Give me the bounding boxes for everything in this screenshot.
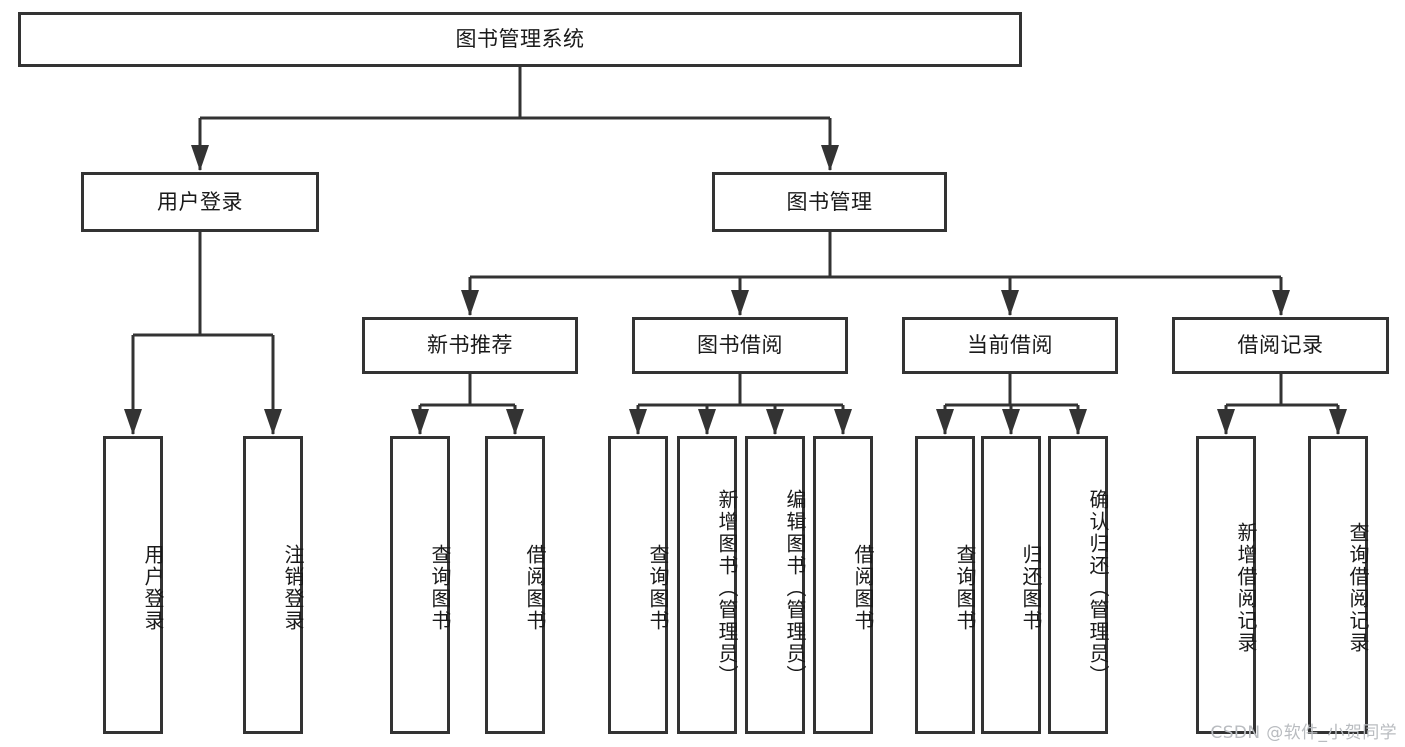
arrow-head-icon	[124, 409, 142, 435]
node-book-manage[interactable]	[712, 172, 947, 232]
node-root[interactable]	[18, 12, 1022, 67]
node-box-borrow-record[interactable]	[1172, 317, 1389, 374]
node-box-leaf-confirm-return[interactable]	[1048, 436, 1108, 734]
arrow-head-icon	[1329, 409, 1347, 435]
arrow-head-icon	[1002, 409, 1020, 435]
node-box-leaf-query-book-current[interactable]	[915, 436, 975, 734]
node-leaf-add-book[interactable]	[677, 436, 737, 734]
node-box-leaf-return-book[interactable]	[981, 436, 1041, 734]
node-box-leaf-query-book-borrow[interactable]	[608, 436, 668, 734]
node-box-leaf-query-book-rec[interactable]	[390, 436, 450, 734]
node-leaf-confirm-return[interactable]	[1048, 436, 1108, 734]
arrow-head-icon	[1217, 409, 1235, 435]
node-box-book-borrow[interactable]	[632, 317, 848, 374]
connector-layer	[124, 67, 1347, 435]
node-leaf-edit-book[interactable]	[745, 436, 805, 734]
arrow-head-icon	[834, 409, 852, 435]
node-box-leaf-query-record[interactable]	[1308, 436, 1368, 734]
arrow-head-icon	[936, 409, 954, 435]
node-leaf-user-login[interactable]	[103, 436, 163, 734]
node-box-root[interactable]	[18, 12, 1022, 67]
node-box-user-login[interactable]	[81, 172, 319, 232]
arrow-head-icon	[731, 290, 749, 316]
node-user-login[interactable]	[81, 172, 319, 232]
node-borrow-record[interactable]	[1172, 317, 1389, 374]
node-box-new-book-recommend[interactable]	[362, 317, 578, 374]
arrow-head-icon	[1001, 290, 1019, 316]
arrow-head-icon	[629, 409, 647, 435]
arrow-head-icon	[698, 409, 716, 435]
node-leaf-return-book[interactable]	[981, 436, 1041, 734]
arrow-head-icon	[191, 145, 209, 171]
node-box-leaf-logout[interactable]	[243, 436, 303, 734]
node-leaf-query-book-borrow[interactable]	[608, 436, 668, 734]
node-box-book-manage[interactable]	[712, 172, 947, 232]
arrow-head-icon	[411, 409, 429, 435]
watermark-text: CSDN @软件_小贺同学	[1210, 723, 1397, 743]
node-new-book-recommend[interactable]	[362, 317, 578, 374]
node-leaf-borrow-book[interactable]	[813, 436, 873, 734]
arrow-head-icon	[821, 145, 839, 171]
arrow-head-icon	[766, 409, 784, 435]
node-box-leaf-add-record[interactable]	[1196, 436, 1256, 734]
node-box-leaf-user-login[interactable]	[103, 436, 163, 734]
arrow-head-icon	[1069, 409, 1087, 435]
arrow-head-icon	[1272, 290, 1290, 316]
node-box-leaf-add-book[interactable]	[677, 436, 737, 734]
node-box-layer	[18, 12, 1389, 734]
node-leaf-query-book-rec[interactable]	[390, 436, 450, 734]
node-box-leaf-borrow-book-rec[interactable]	[485, 436, 545, 734]
node-leaf-query-book-current[interactable]	[915, 436, 975, 734]
node-leaf-add-record[interactable]	[1196, 436, 1256, 734]
node-box-leaf-edit-book[interactable]	[745, 436, 805, 734]
arrow-head-icon	[506, 409, 524, 435]
node-book-borrow[interactable]	[632, 317, 848, 374]
arrow-head-icon	[264, 409, 282, 435]
node-leaf-logout[interactable]	[243, 436, 303, 734]
node-box-leaf-borrow-book[interactable]	[813, 436, 873, 734]
node-current-borrow[interactable]	[902, 317, 1118, 374]
node-leaf-borrow-book-rec[interactable]	[485, 436, 545, 734]
arrow-head-icon	[461, 290, 479, 316]
node-box-current-borrow[interactable]	[902, 317, 1118, 374]
node-leaf-query-record[interactable]	[1308, 436, 1368, 734]
